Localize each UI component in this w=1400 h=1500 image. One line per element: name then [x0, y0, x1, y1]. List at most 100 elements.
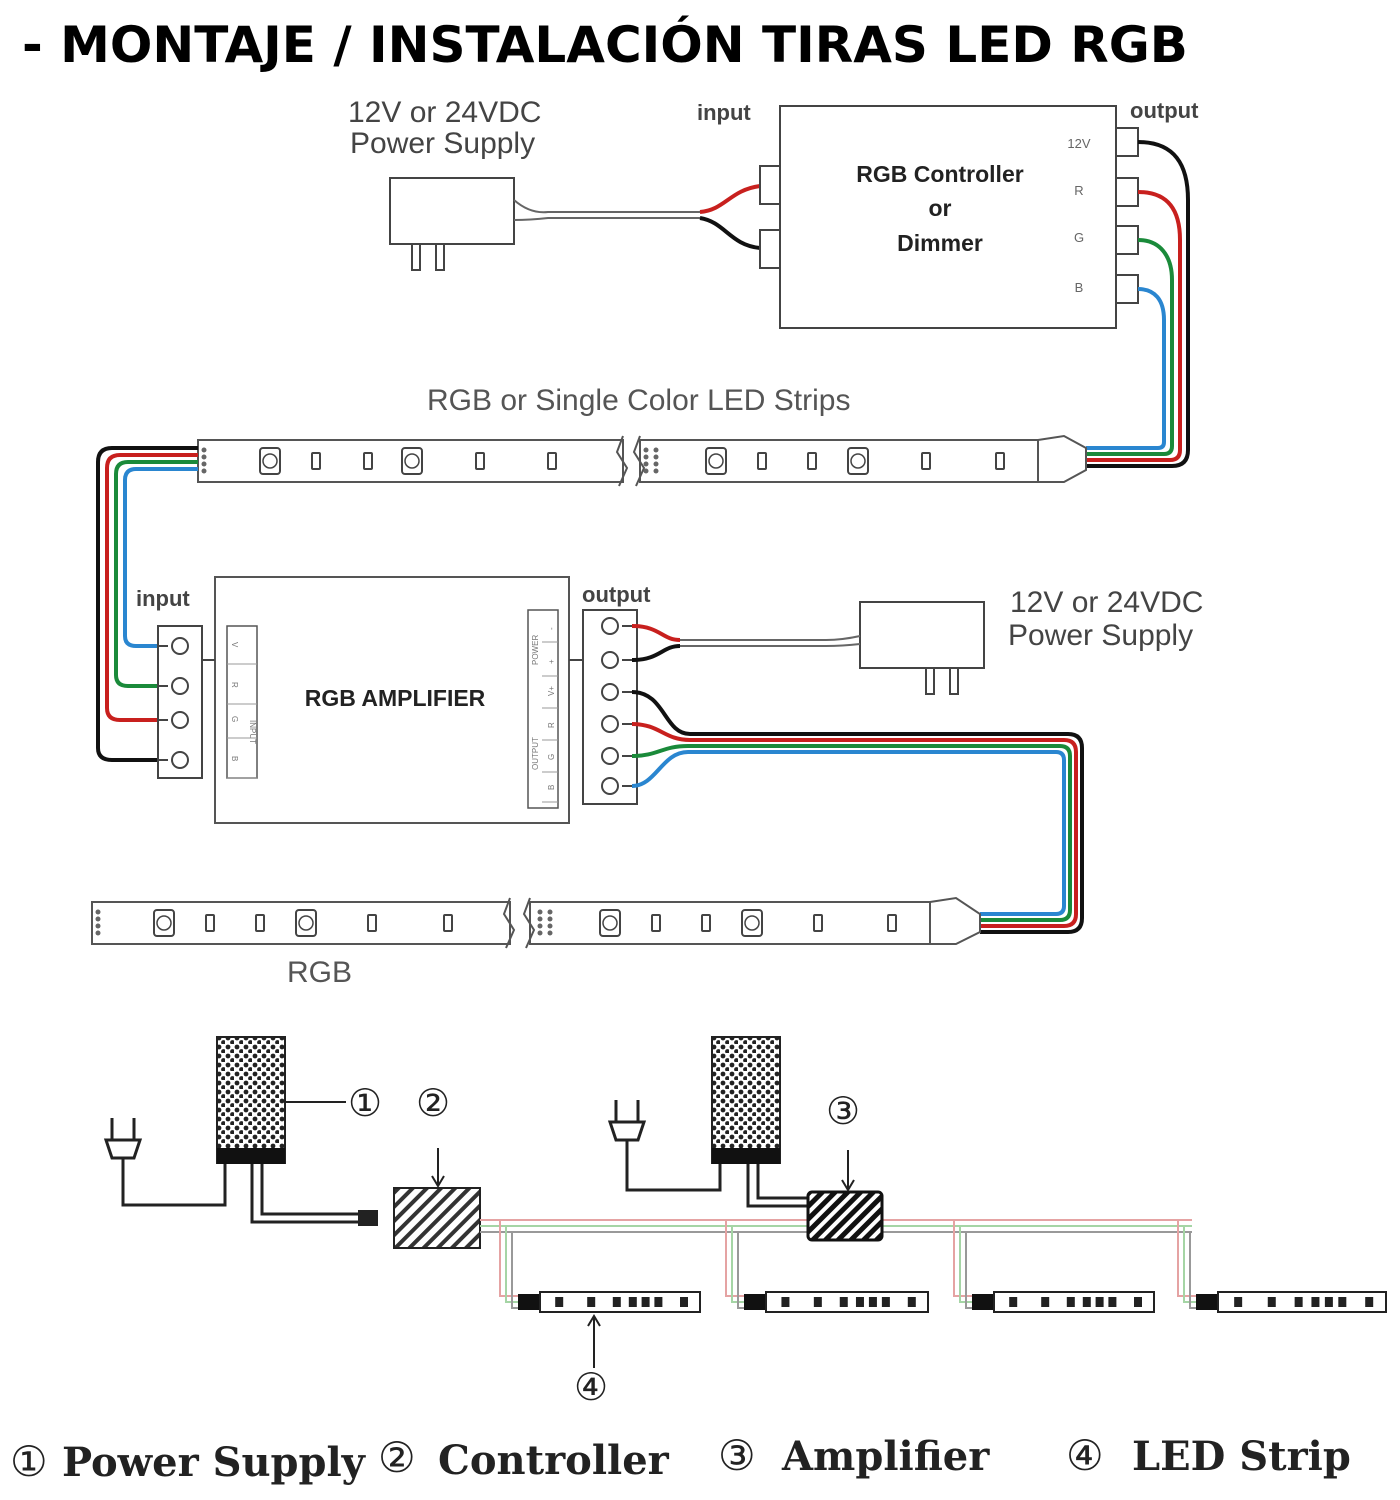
strip-2-led-lens: [156, 915, 172, 931]
strip-1-resistor: [757, 452, 767, 470]
bottom-strip-led: [1267, 1297, 1276, 1307]
bottom-branch-red: [725, 1220, 746, 1297]
strip-2-led-lens: [298, 915, 314, 931]
amplifier-input-screw: [171, 751, 189, 769]
bottom-psu-1-base: [217, 1148, 285, 1164]
strip-1-contact-pad: [201, 447, 207, 453]
strip-1-led-lens: [850, 453, 866, 469]
strip-2-end-cap: [929, 896, 981, 945]
amplifier-input-pin-label: B: [230, 756, 239, 761]
power-adapter-1-prong-right: [435, 243, 445, 271]
bottom-strip-led: [628, 1297, 637, 1307]
power-supply-2: 12V or 24VDC Power Supply: [680, 586, 1203, 695]
amplifier-output-block-caption: OUTPUT: [531, 737, 540, 770]
wire-black-psu2-amp: [631, 644, 681, 662]
wire-black-amp-strip2: [631, 690, 1084, 934]
controller-pin-12v: 12V: [1067, 136, 1090, 151]
controller-pin-g: G: [1074, 230, 1084, 245]
amplifier-output-terminal: [582, 609, 638, 805]
bottom-strip-led: [1324, 1297, 1333, 1307]
marker-2: ②: [416, 1081, 450, 1125]
strip-2-led-lens: [744, 915, 760, 931]
strip-1-led-chip: [847, 447, 869, 475]
power-adapter-2-prong-right: [949, 667, 959, 695]
strip-1-contact-pad: [643, 454, 649, 460]
strip-1-contact-pad: [653, 468, 659, 474]
bottom-strip-led: [1082, 1297, 1091, 1307]
controller-output-port-g: [1115, 225, 1139, 255]
strip-1-resistor: [995, 452, 1005, 470]
strip-2-break-mark: [502, 897, 536, 949]
controller-name-line1: RGB Controller: [856, 161, 1023, 187]
amplifier-output-pin-label: V+: [547, 686, 556, 696]
bottom-cable-psu2-amp: [746, 1164, 812, 1208]
amplifier-output-pin-label: +: [547, 659, 556, 664]
strip-2-resistor: [367, 914, 377, 932]
controller-input-port-2: [759, 229, 781, 269]
bottom-strip-led: [855, 1297, 864, 1307]
strip-1-contact-pad: [653, 461, 659, 467]
strip-2-resistor: [701, 914, 711, 932]
strip-2-label: RGB: [287, 956, 352, 989]
marker-2-leader: [431, 1148, 445, 1188]
strip-1-led-chip: [705, 447, 727, 475]
strip-1-resistor: [807, 452, 817, 470]
bottom-branch-green: [959, 1226, 974, 1303]
bottom-strip-led: [839, 1297, 848, 1307]
bottom-branch-red: [1177, 1220, 1198, 1297]
strip-1-led-lens: [404, 453, 420, 469]
wire-black-controller-strip1: [1086, 140, 1190, 468]
strip-2-led-chip: [599, 909, 621, 937]
amplifier-output-pin-label: G: [547, 754, 556, 760]
wire-blue-amp-strip2: [631, 750, 1066, 916]
power-adapter-1-cable: [513, 199, 700, 221]
power-supply-1-line1: 12V or 24VDC: [348, 96, 541, 129]
bottom-plug-2-icon: [607, 1100, 722, 1192]
amplifier-output-pin-label: -: [547, 627, 556, 630]
wire-black-psu1-controller: [699, 216, 761, 250]
strip-2-contact-pad: [537, 930, 543, 936]
legend-item-3-num: ③: [718, 1431, 756, 1480]
strip-1-resistor: [363, 452, 373, 470]
bottom-strip-led: [587, 1297, 596, 1307]
amplifier-input-block-caption: INPUT: [248, 720, 257, 744]
strip-2-resistor: [205, 914, 215, 932]
bottom-strip-led: [1108, 1297, 1117, 1307]
strip-1-resistor: [547, 452, 557, 470]
strip-2-body-right: [529, 901, 931, 945]
marker-1: ①: [348, 1081, 382, 1125]
strip-1-contact-pad: [653, 454, 659, 460]
bottom-strip-led: [1338, 1297, 1347, 1307]
rgb-controller: input output RGB Controller or Dimmer 12…: [697, 98, 1199, 329]
amplifier-output-pin-label: B: [547, 785, 556, 790]
controller-output-port-12v: [1115, 127, 1139, 157]
bottom-strip-plug: [744, 1294, 768, 1310]
strip-2-resistor: [651, 914, 661, 932]
wire-blue-controller-strip1: [1086, 287, 1166, 450]
amplifier-output-screw: [601, 683, 619, 701]
amplifier-output-label: output: [582, 582, 651, 607]
bottom-branch-red: [499, 1220, 520, 1297]
bottom-strip-plug: [518, 1294, 542, 1310]
strip-2-contact-pad: [537, 916, 543, 922]
power-supply-1: 12V or 24VDC Power Supply: [348, 96, 700, 271]
bottom-schematic: ① ② ③ ④: [103, 1036, 1387, 1409]
bottom-strip-led: [1134, 1297, 1142, 1307]
legend-item-3-label: Amplifier: [781, 1433, 990, 1480]
wire-red-controller-strip1: [1086, 190, 1182, 462]
amplifier-output-screw: [601, 651, 619, 669]
bottom-psu-2: [711, 1036, 781, 1164]
strip-2-resistor: [443, 914, 453, 932]
amplifier-output-screw: [601, 617, 619, 635]
bottom-strip-plug: [972, 1294, 996, 1310]
bottom-strip-led: [813, 1297, 822, 1307]
amplifier-input-pin-label: V: [230, 642, 239, 648]
controller-output-label: output: [1130, 98, 1199, 123]
strip-1-led-chip: [401, 447, 423, 475]
wire-black-strip1-amp: [96, 446, 198, 762]
bottom-psu-1: [216, 1036, 286, 1164]
strip-1-label: RGB or Single Color LED Strips: [427, 384, 851, 417]
bottom-strip-led: [1066, 1297, 1075, 1307]
power-supply-1-line2: Power Supply: [350, 127, 535, 160]
